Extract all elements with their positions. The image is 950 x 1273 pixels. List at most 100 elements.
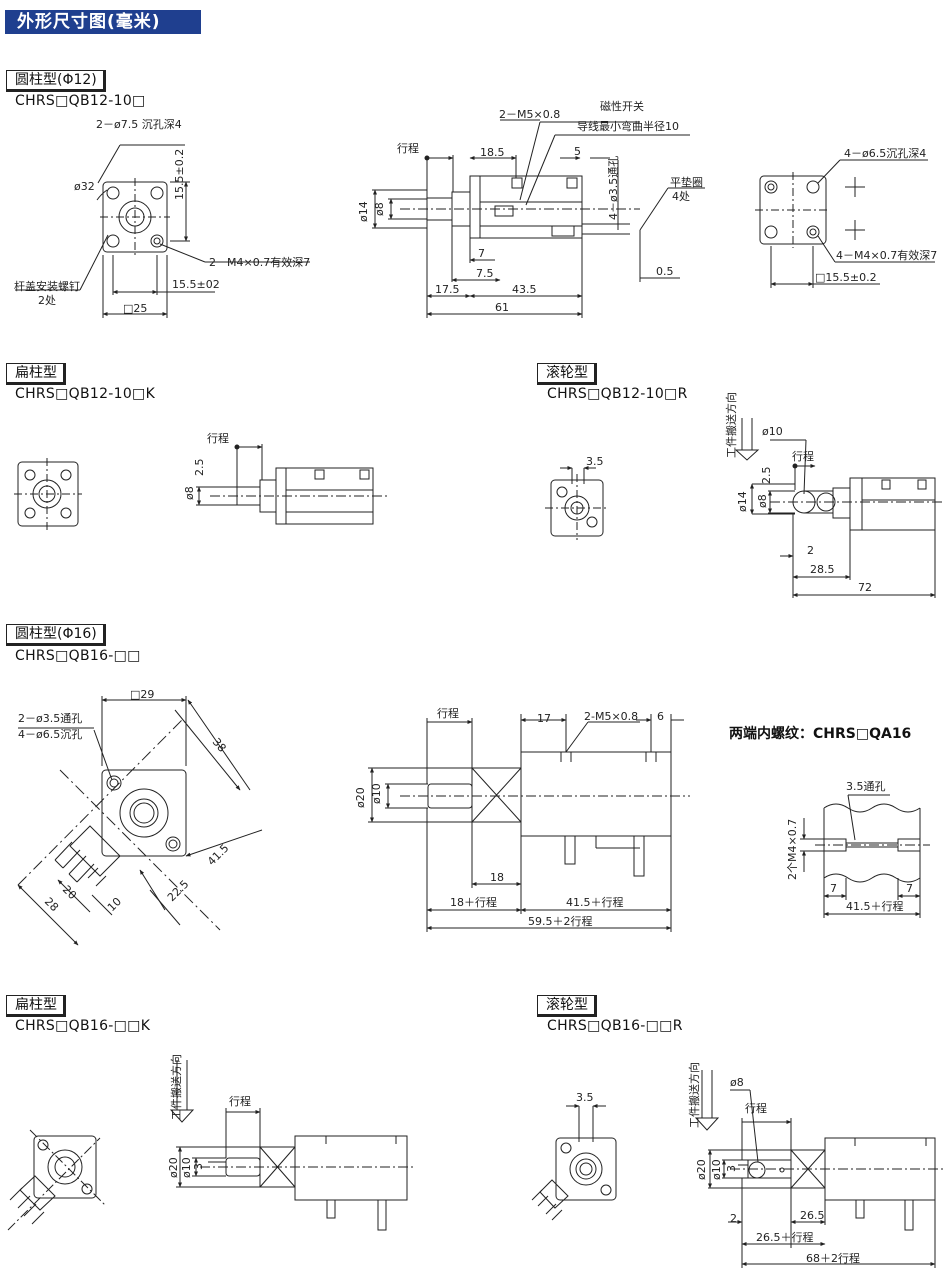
section-tag-round-12: 圆柱型(Φ12) bbox=[6, 70, 106, 92]
section-tag-roller-16: 滚轮型 bbox=[537, 995, 597, 1017]
label-3-5-through-hole: 3.5通孔 bbox=[846, 780, 886, 793]
side-view-roller-12 bbox=[734, 418, 945, 598]
label-roller-dia-10: ø10 bbox=[762, 425, 783, 438]
label-two-m4-thread: 2个M4×0.7 bbox=[786, 819, 799, 880]
label-stroke: 行程 bbox=[397, 142, 419, 155]
label-roller16-dia-20: ø20 bbox=[695, 1159, 708, 1180]
label-square-25: □25 bbox=[123, 302, 147, 315]
label-roller-28-5: 28.5 bbox=[810, 563, 835, 576]
front-view-round-12 bbox=[15, 144, 310, 318]
label-square-29: □29 bbox=[130, 688, 154, 701]
label-rear-counterbore: 4－ø6.5沉孔深4 bbox=[844, 147, 926, 160]
label-dia-32: ø32 bbox=[74, 180, 95, 193]
label-thread-m4: 2－M4×0.7有效深7 bbox=[209, 255, 310, 269]
label-roller16-3: 3 bbox=[725, 1165, 738, 1172]
label-four-places: 4处 bbox=[672, 190, 690, 203]
front-view-flat-16 bbox=[7, 1129, 106, 1231]
label-rod-cover-screw: 杆盖安装螺钉 bbox=[14, 279, 80, 293]
label-roller-3-5: 3.5 bbox=[586, 455, 604, 468]
label-work-direction: 工件搬送方向 bbox=[724, 392, 738, 458]
label-16-through-hole: 2－ø3.5通孔 bbox=[18, 712, 82, 725]
label-18-5: 18.5 bbox=[480, 146, 505, 159]
model-round-16: CHRS□QB16-□□ bbox=[15, 648, 141, 664]
front-view-flat-12 bbox=[14, 458, 82, 530]
label-17-5: 17.5 bbox=[435, 283, 460, 296]
label-flat-stroke: 行程 bbox=[207, 432, 229, 445]
side-view-roller-16 bbox=[694, 1070, 945, 1268]
label-7: 7 bbox=[478, 247, 485, 260]
label-59-5-plus-2-stroke: 59.5＋2行程 bbox=[528, 915, 593, 928]
label-magnetic-switch: 磁性开关 bbox=[600, 99, 644, 113]
model-roller-16: CHRS□QB16-□□R bbox=[547, 1018, 683, 1034]
label-16-counterbore: 4－ø6.5沉孔 bbox=[18, 728, 82, 741]
label-lead-bend-radius: 导线最小弯曲半径10 bbox=[577, 119, 679, 133]
label-thread-7-left: 7 bbox=[830, 882, 837, 895]
label-20: 20 bbox=[60, 883, 79, 902]
model-flat-12: CHRS□QB12-10□K bbox=[15, 386, 156, 402]
model-round-12: CHRS□QB12-10□ bbox=[15, 93, 146, 109]
label-roller16-68-plus-2-stroke: 68＋2行程 bbox=[806, 1252, 860, 1265]
rear-view-round-12 bbox=[755, 159, 935, 288]
label-flat-dia-8: ø8 bbox=[183, 486, 196, 500]
label-22-5: 22.5 bbox=[165, 878, 192, 905]
label-flat-2-5: 2.5 bbox=[193, 459, 206, 477]
label-roller-stroke: 行程 bbox=[792, 450, 814, 463]
front-view-roller-12 bbox=[545, 466, 608, 540]
label-dia-8: ø8 bbox=[373, 202, 386, 216]
label-7-5: 7.5 bbox=[476, 267, 494, 280]
label-18: 18 bbox=[490, 871, 504, 884]
label-roller16-2: 2 bbox=[730, 1212, 737, 1225]
label-roller16-dia-10: ø10 bbox=[710, 1159, 723, 1180]
label-pitch-vertical: 15.5±0.2 bbox=[173, 149, 186, 200]
label-38: 38 bbox=[210, 736, 229, 755]
label-flat16-stroke: 行程 bbox=[229, 1095, 251, 1108]
label-41-5: 41.5 bbox=[205, 842, 232, 869]
section-view-both-ends-thread bbox=[800, 794, 930, 918]
label-roller16-26-5-plus-stroke: 26.5＋行程 bbox=[756, 1231, 814, 1244]
both-ends-thread-note: 两端内螺纹：CHRS□QA16 bbox=[729, 726, 912, 742]
section-tag-roller-12: 滚轮型 bbox=[537, 363, 597, 385]
label-43-5: 43.5 bbox=[512, 283, 537, 296]
model-flat-16: CHRS□QB16-□□K bbox=[15, 1018, 151, 1034]
label-16-dia-10: ø10 bbox=[370, 783, 383, 804]
label-rear-thread: 4－M4×0.7有效深7 bbox=[836, 248, 937, 262]
label-roller16-26-5: 26.5 bbox=[800, 1209, 825, 1222]
side-view-flat-12 bbox=[196, 444, 390, 525]
label-roller16-work-direction: 工件搬送方向 bbox=[687, 1062, 701, 1128]
label-roller16-3-5: 3.5 bbox=[576, 1091, 594, 1104]
label-16-stroke: 行程 bbox=[437, 707, 459, 720]
label-thread-41-5-plus-stroke: 41.5＋行程 bbox=[846, 900, 904, 913]
section-tag-flat-16: 扁柱型 bbox=[6, 995, 66, 1017]
label-through-hole: 4－ø3.5通孔 bbox=[607, 156, 620, 220]
label-pitch-horizontal: 15.5±02 bbox=[172, 278, 220, 291]
label-rear-pitch: □15.5±0.2 bbox=[815, 271, 877, 284]
label-61: 61 bbox=[495, 301, 509, 314]
label-6: 6 bbox=[657, 710, 664, 723]
section-tag-round-16: 圆柱型(Φ16) bbox=[6, 624, 106, 646]
label-41-5-plus-stroke: 41.5＋行程 bbox=[566, 896, 624, 909]
label-two-places: 2处 bbox=[38, 294, 56, 307]
section-tag-flat-12: 扁柱型 bbox=[6, 363, 66, 385]
page-title: 外形尺寸图(毫米) bbox=[5, 10, 201, 34]
model-roller-12: CHRS□QB12-10□R bbox=[547, 386, 688, 402]
label-thread-7-right: 7 bbox=[906, 882, 913, 895]
label-dia-14: ø14 bbox=[357, 201, 370, 222]
label-dia-20: ø20 bbox=[354, 787, 367, 808]
label-roller-dia-14: ø14 bbox=[736, 491, 749, 512]
label-0-5: 0.5 bbox=[656, 265, 674, 278]
front-view-round-16 bbox=[17, 696, 263, 946]
label-roller-2: 2 bbox=[807, 544, 814, 557]
label-17: 17 bbox=[537, 712, 551, 725]
label-roller-dia-8: ø8 bbox=[756, 494, 769, 508]
front-view-roller-16 bbox=[531, 1104, 617, 1221]
side-view-flat-16 bbox=[169, 1060, 415, 1231]
label-roller-72: 72 bbox=[858, 581, 872, 594]
label-5: 5 bbox=[574, 145, 581, 158]
label-flat16-dia-20: ø20 bbox=[167, 1157, 180, 1178]
label-flat16-3: 3 bbox=[192, 1163, 205, 1170]
label-flat-washer: 平垫圈 bbox=[670, 175, 703, 189]
label-counterbore: 2－ø7.5 沉孔深4 bbox=[96, 118, 182, 131]
label-roller-2-5: 2.5 bbox=[760, 467, 773, 485]
label-m5-port: 2－M5×0.8 bbox=[499, 108, 560, 121]
